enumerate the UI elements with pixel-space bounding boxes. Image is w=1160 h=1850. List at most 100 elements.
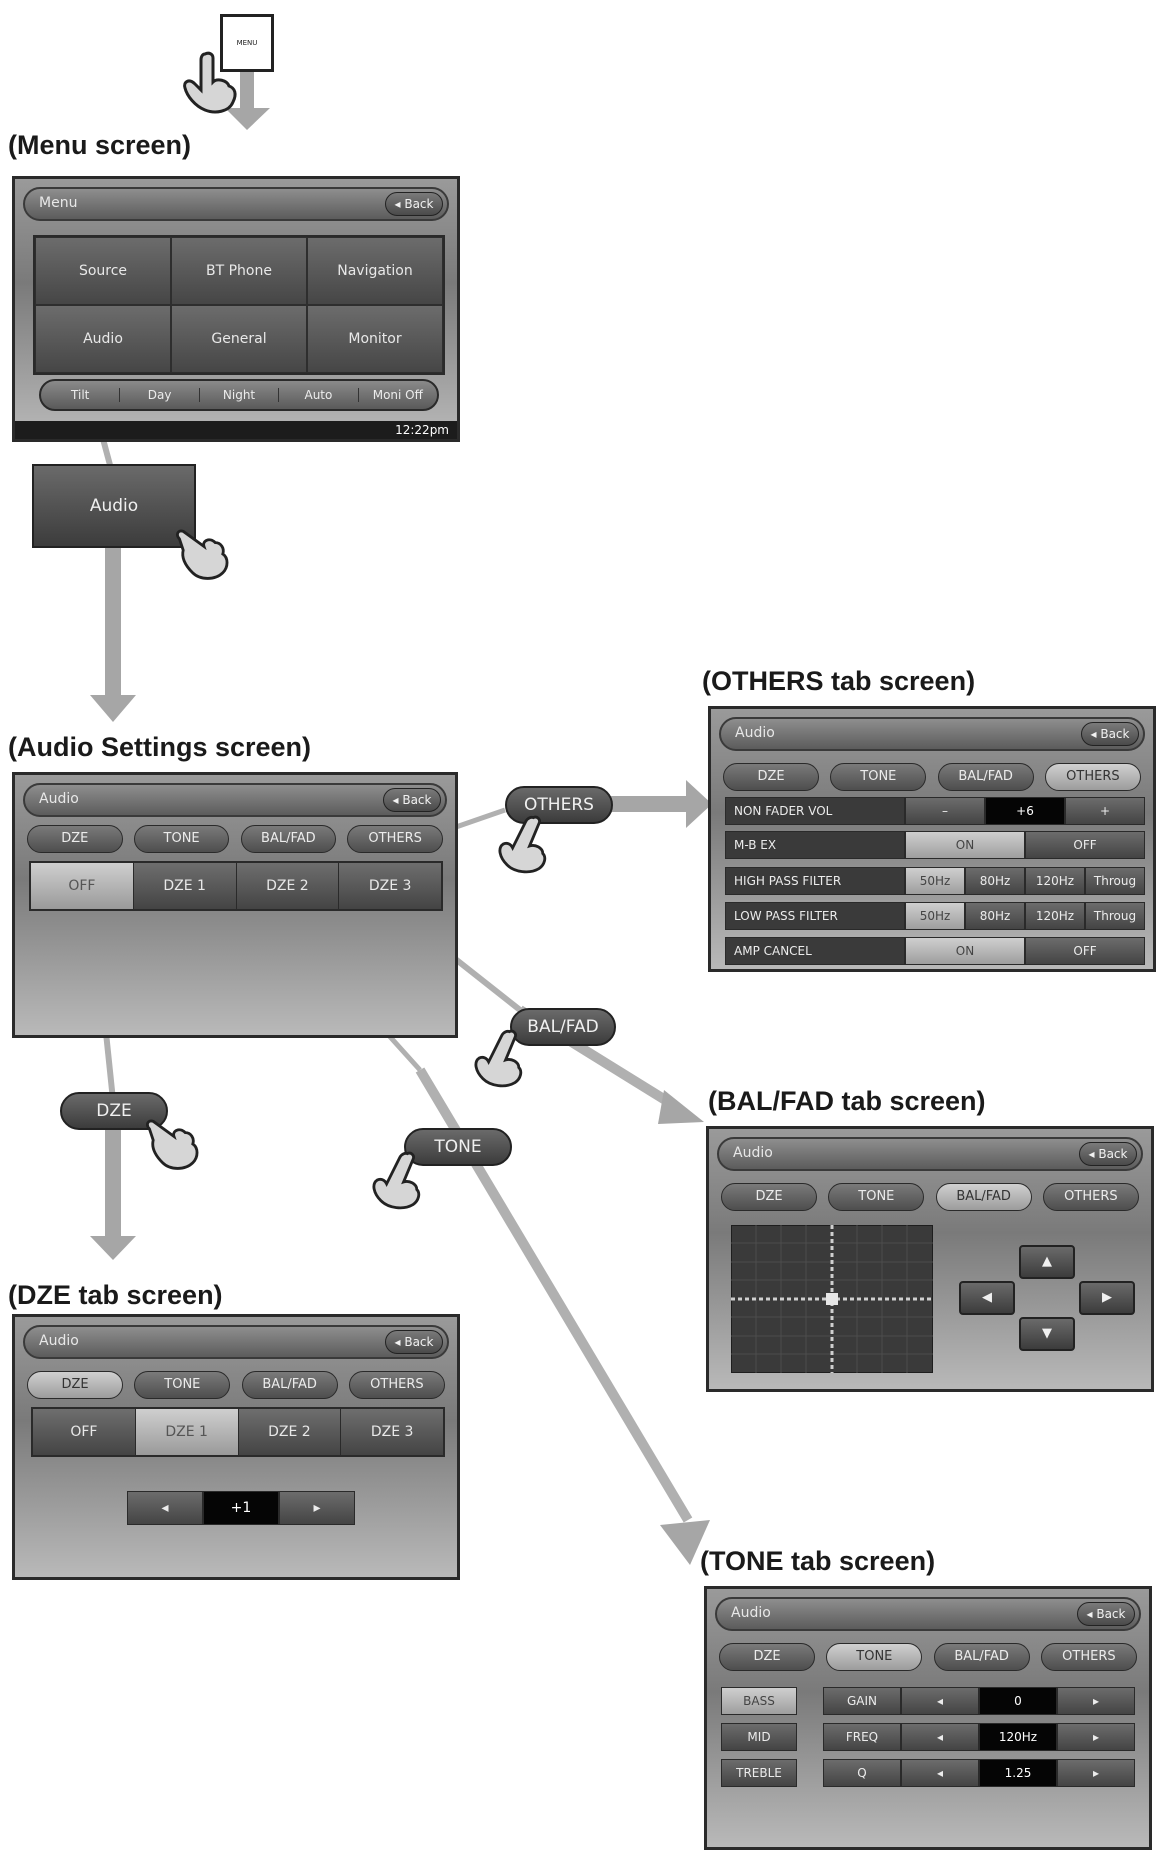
source-button[interactable]: Source: [35, 237, 171, 305]
tab-dze[interactable]: DZE: [27, 825, 123, 853]
amp-cancel-label: AMP CANCEL: [725, 937, 905, 965]
dze-1-button[interactable]: DZE 1: [135, 1409, 239, 1455]
right-arrow-button[interactable]: ▶: [1079, 1281, 1135, 1315]
non-fader-vol-label: NON FADER VOL: [725, 797, 905, 825]
back-button[interactable]: ◂ Back: [385, 192, 443, 216]
tab-dze[interactable]: DZE: [719, 1643, 816, 1671]
others-tab-screen: Audio ◂ Back DZE TONE BAL/FAD OTHERS NON…: [708, 706, 1156, 972]
low-pass-filter-row: LOW PASS FILTER 50Hz 80Hz 120Hz Throug: [725, 902, 1145, 930]
tab-others[interactable]: OTHERS: [1042, 1183, 1139, 1211]
pointing-hand-icon: [183, 51, 237, 114]
hpf-80hz-button[interactable]: 80Hz: [965, 867, 1025, 895]
caption-others-tab-screen: (OTHERS tab screen): [702, 666, 976, 696]
tab-tone[interactable]: TONE: [830, 763, 927, 791]
spacer: [797, 1723, 823, 1751]
menu-key-label: MENU: [236, 39, 258, 47]
gain-value: 0: [979, 1687, 1057, 1715]
lpf-80hz-button[interactable]: 80Hz: [965, 902, 1025, 930]
dze-off-button[interactable]: OFF: [33, 1409, 136, 1455]
tab-others[interactable]: OTHERS: [347, 825, 443, 853]
others-title: Audio: [735, 725, 775, 741]
dze-2-button[interactable]: DZE 2: [238, 1409, 342, 1455]
hpf-50hz-button[interactable]: 50Hz: [905, 867, 965, 895]
tab-dze[interactable]: DZE: [721, 1183, 818, 1211]
freq-decrease-button[interactable]: ◂: [901, 1723, 979, 1751]
hpf-through-button[interactable]: Throug: [1085, 867, 1145, 895]
back-button[interactable]: ◂ Back: [383, 788, 441, 812]
tab-balfad[interactable]: BAL/FAD: [933, 1643, 1030, 1671]
q-value: 1.25: [979, 1759, 1057, 1787]
tab-tone[interactable]: TONE: [134, 1371, 231, 1399]
tab-others[interactable]: OTHERS: [1044, 763, 1141, 791]
day-button[interactable]: Day: [120, 388, 200, 402]
tone-tabs: DZE TONE BAL/FAD OTHERS: [719, 1643, 1137, 1673]
moni-off-button[interactable]: Moni Off: [372, 388, 423, 402]
general-button[interactable]: General: [171, 305, 307, 373]
dze-1-button[interactable]: DZE 1: [133, 863, 237, 909]
dze-3-button[interactable]: DZE 3: [341, 1409, 443, 1455]
m-b-ex-off-button[interactable]: OFF: [1025, 831, 1145, 859]
audio-button[interactable]: Audio: [35, 305, 171, 373]
back-button[interactable]: ◂ Back: [1079, 1142, 1137, 1166]
lpf-120hz-button[interactable]: 120Hz: [1025, 902, 1085, 930]
menu-title: Menu: [39, 195, 78, 211]
tab-tone[interactable]: TONE: [133, 825, 230, 853]
hpf-120hz-button[interactable]: 120Hz: [1025, 867, 1085, 895]
tab-tone[interactable]: TONE: [828, 1183, 925, 1211]
q-label: Q: [823, 1759, 901, 1787]
tab-balfad[interactable]: BAL/FAD: [935, 1183, 1032, 1211]
up-arrow-button[interactable]: ▲: [1019, 1245, 1075, 1279]
dze-2-button[interactable]: DZE 2: [236, 863, 340, 909]
tab-others[interactable]: OTHERS: [348, 1371, 445, 1399]
m-b-ex-on-button[interactable]: ON: [905, 831, 1025, 859]
freq-label: FREQ: [823, 1723, 901, 1751]
freq-increase-button[interactable]: ▸: [1057, 1723, 1135, 1751]
treble-band-button[interactable]: TREBLE: [721, 1759, 797, 1787]
balfad-callout[interactable]: BAL/FAD: [510, 1008, 616, 1046]
audio-settings-screen: Audio ◂ Back DZE TONE BAL/FAD OTHERS OFF…: [12, 772, 458, 1038]
audio-callout[interactable]: Audio: [32, 464, 196, 548]
gain-increase-button[interactable]: ▸: [1057, 1687, 1135, 1715]
clock: 12:22pm: [395, 423, 449, 437]
bt-phone-button[interactable]: BT Phone: [171, 237, 307, 305]
bass-band-button[interactable]: BASS: [721, 1687, 797, 1715]
tilt-button[interactable]: Tilt: [41, 388, 121, 402]
menu-key[interactable]: MENU: [220, 14, 274, 72]
auto-button[interactable]: Auto: [279, 388, 359, 402]
lpf-through-button[interactable]: Throug: [1085, 902, 1145, 930]
others-callout[interactable]: OTHERS: [505, 786, 613, 824]
left-arrow-button[interactable]: ◀: [959, 1281, 1015, 1315]
lpf-50hz-button[interactable]: 50Hz: [905, 902, 965, 930]
tab-balfad[interactable]: BAL/FAD: [240, 825, 337, 853]
tab-others[interactable]: OTHERS: [1040, 1643, 1137, 1671]
decrease-button[interactable]: –: [905, 797, 985, 825]
tab-balfad[interactable]: BAL/FAD: [937, 763, 1034, 791]
down-arrow-button[interactable]: ▼: [1019, 1317, 1075, 1351]
mid-band-button[interactable]: MID: [721, 1723, 797, 1751]
dze-increase-button[interactable]: ▸: [279, 1491, 355, 1525]
gain-decrease-button[interactable]: ◂: [901, 1687, 979, 1715]
tab-balfad[interactable]: BAL/FAD: [241, 1371, 338, 1399]
monitor-button[interactable]: Monitor: [307, 305, 443, 373]
back-button[interactable]: ◂ Back: [1081, 722, 1139, 746]
back-button[interactable]: ◂ Back: [385, 1330, 443, 1354]
tab-tone[interactable]: TONE: [826, 1643, 923, 1671]
tab-dze[interactable]: DZE: [723, 763, 820, 791]
dze-off-button[interactable]: OFF: [31, 863, 134, 909]
q-decrease-button[interactable]: ◂: [901, 1759, 979, 1787]
balance-fader-grid[interactable]: [731, 1225, 933, 1373]
q-increase-button[interactable]: ▸: [1057, 1759, 1135, 1787]
dze-decrease-button[interactable]: ◂: [127, 1491, 203, 1525]
tab-dze[interactable]: DZE: [27, 1371, 124, 1399]
dze-tabs: DZE TONE BAL/FAD OTHERS: [27, 1371, 445, 1401]
amp-cancel-on-button[interactable]: ON: [905, 937, 1025, 965]
night-button[interactable]: Night: [200, 388, 280, 402]
pointing-hand-icon: [474, 1029, 523, 1088]
amp-cancel-off-button[interactable]: OFF: [1025, 937, 1145, 965]
navigation-button[interactable]: Navigation: [307, 237, 443, 305]
back-button[interactable]: ◂ Back: [1077, 1602, 1135, 1626]
increase-button[interactable]: +: [1065, 797, 1145, 825]
tone-callout[interactable]: TONE: [404, 1128, 512, 1166]
dze-3-button[interactable]: DZE 3: [339, 863, 441, 909]
caption-tone-tab-screen: (TONE tab screen): [700, 1546, 936, 1576]
